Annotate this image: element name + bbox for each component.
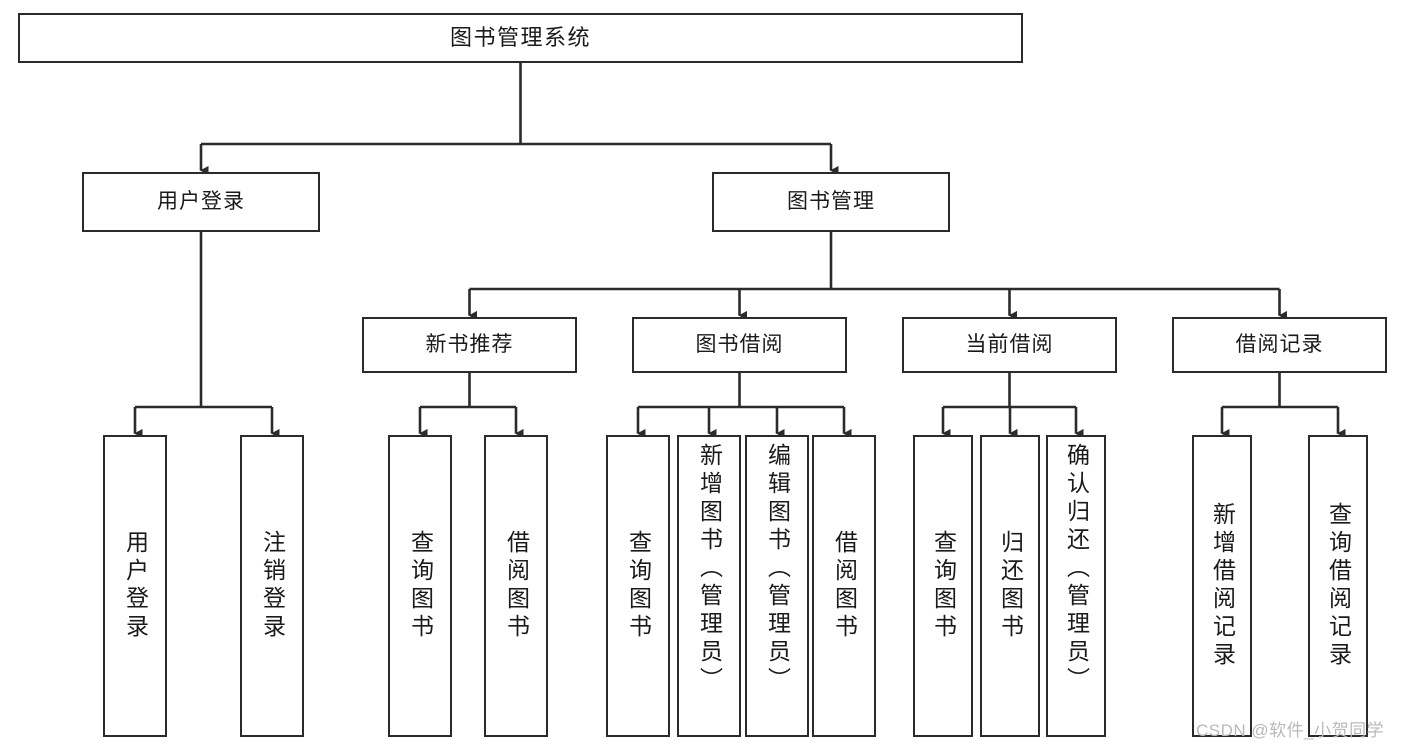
node-leaf-query-record[interactable]: 查询借阅记录 [1308,435,1368,737]
node-leaf-query-record-label: 查询借阅记录 [1325,502,1352,670]
node-leaf-borrow-book-2-label: 借阅图书 [831,530,858,642]
node-leaf-user-login[interactable]: 用户登录 [103,435,167,737]
node-leaf-edit-book[interactable]: 编辑图书（管理员） [745,435,809,737]
node-leaf-confirm-return-label: 确认归还（管理员） [1063,443,1090,695]
node-leaf-confirm-return[interactable]: 确认归还（管理员） [1046,435,1106,737]
node-leaf-query-book-2[interactable]: 查询图书 [606,435,670,737]
node-leaf-query-book-1-label: 查询图书 [407,530,434,642]
node-book-borrow[interactable]: 图书借阅 [632,317,847,373]
node-leaf-add-record-label: 新增借阅记录 [1209,502,1236,670]
node-leaf-query-book-2-label: 查询图书 [625,530,652,642]
node-leaf-return-book[interactable]: 归还图书 [980,435,1040,737]
node-leaf-borrow-book-1[interactable]: 借阅图书 [484,435,548,737]
node-user-login-label: 用户登录 [157,189,245,213]
node-leaf-borrow-book-2[interactable]: 借阅图书 [812,435,876,737]
node-leaf-add-book-label: 新增图书（管理员） [696,443,723,695]
node-borrow-record-label: 借阅记录 [1235,332,1324,356]
csdn-watermark: CSDN @软件_小贺同学 [1196,721,1385,740]
node-user-login[interactable]: 用户登录 [82,172,320,232]
node-leaf-user-login-label: 用户登录 [122,530,149,642]
node-current-borrow-label: 当前借阅 [965,332,1054,356]
node-root-label: 图书管理系统 [449,25,591,51]
node-book-manage[interactable]: 图书管理 [712,172,950,232]
node-root[interactable]: 图书管理系统 [18,13,1023,63]
node-leaf-query-book-1[interactable]: 查询图书 [388,435,452,737]
node-leaf-return-book-label: 归还图书 [997,530,1024,642]
node-leaf-query-book-3[interactable]: 查询图书 [913,435,973,737]
node-leaf-add-book[interactable]: 新增图书（管理员） [677,435,741,737]
node-leaf-borrow-book-1-label: 借阅图书 [503,530,530,642]
node-leaf-add-record[interactable]: 新增借阅记录 [1192,435,1252,737]
node-leaf-edit-book-label: 编辑图书（管理员） [764,443,791,695]
node-leaf-user-logout[interactable]: 注销登录 [240,435,304,737]
node-book-borrow-label: 图书借阅 [695,332,784,356]
node-leaf-query-book-3-label: 查询图书 [930,530,957,642]
node-new-book-recommend[interactable]: 新书推荐 [362,317,577,373]
node-borrow-record[interactable]: 借阅记录 [1172,317,1387,373]
node-new-book-recommend-label: 新书推荐 [425,332,514,356]
node-book-manage-label: 图书管理 [787,189,875,213]
node-leaf-user-logout-label: 注销登录 [259,530,286,642]
node-current-borrow[interactable]: 当前借阅 [902,317,1117,373]
